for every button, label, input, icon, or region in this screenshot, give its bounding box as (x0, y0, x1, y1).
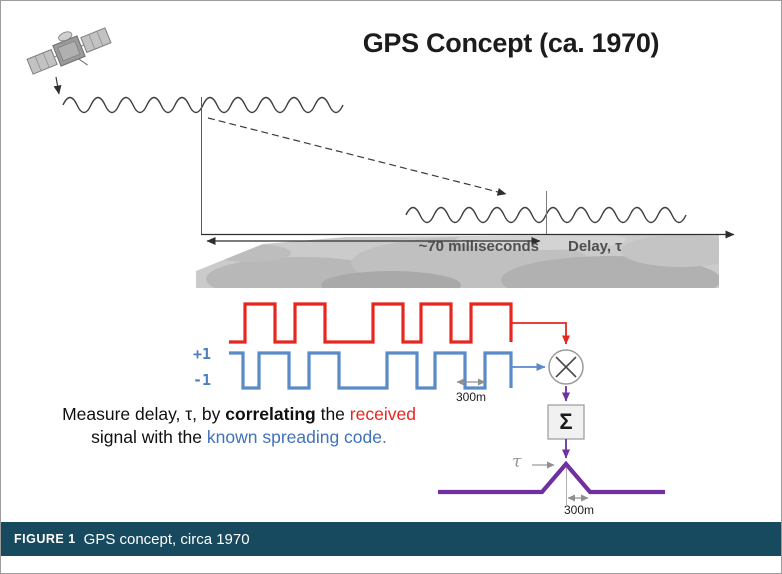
duration-label: ~70 milliseconds (418, 238, 539, 255)
figure-caption-text: GPS concept, circa 1970 (83, 530, 250, 548)
explanation-plain-3: signal with the (91, 426, 207, 447)
tau-label: τ (512, 452, 522, 472)
satellite-icon (26, 27, 112, 75)
peak-width-label: 300m (563, 503, 595, 517)
explanation-plain-2: the (315, 404, 350, 424)
code-high-label: +1 (193, 345, 212, 363)
propagation-arrow (207, 117, 507, 196)
transmitted-wave (62, 96, 344, 114)
earth-surface-image (196, 234, 719, 288)
delay-label: Delay, τ (568, 238, 622, 255)
reference-code-waveform (229, 351, 513, 390)
satellite-signal-arrow (53, 76, 62, 95)
chip-width-label: 300m (455, 390, 487, 404)
explanation-bold: correlating (225, 404, 316, 424)
figure-caption-label: FIGURE 1 (14, 532, 76, 546)
explanation-text: Measure delay, τ, by correlating the rec… (43, 403, 435, 449)
explanation-received: received (349, 404, 416, 424)
explanation-plain-1: Measure delay, τ, by (62, 404, 226, 424)
received-code-arrow (511, 322, 570, 345)
page-title: GPS Concept (ca. 1970) (362, 28, 660, 58)
figure-caption-bar: FIGURE 1 GPS concept, circa 1970 (1, 522, 781, 556)
received-code-waveform (229, 302, 513, 344)
multiply-circle-icon (548, 349, 584, 385)
code-low-label: -1 (193, 371, 212, 389)
explanation-spreading-code: known spreading code. (206, 426, 387, 447)
correlation-peak (438, 460, 665, 495)
sum-symbol: Σ (559, 409, 573, 434)
